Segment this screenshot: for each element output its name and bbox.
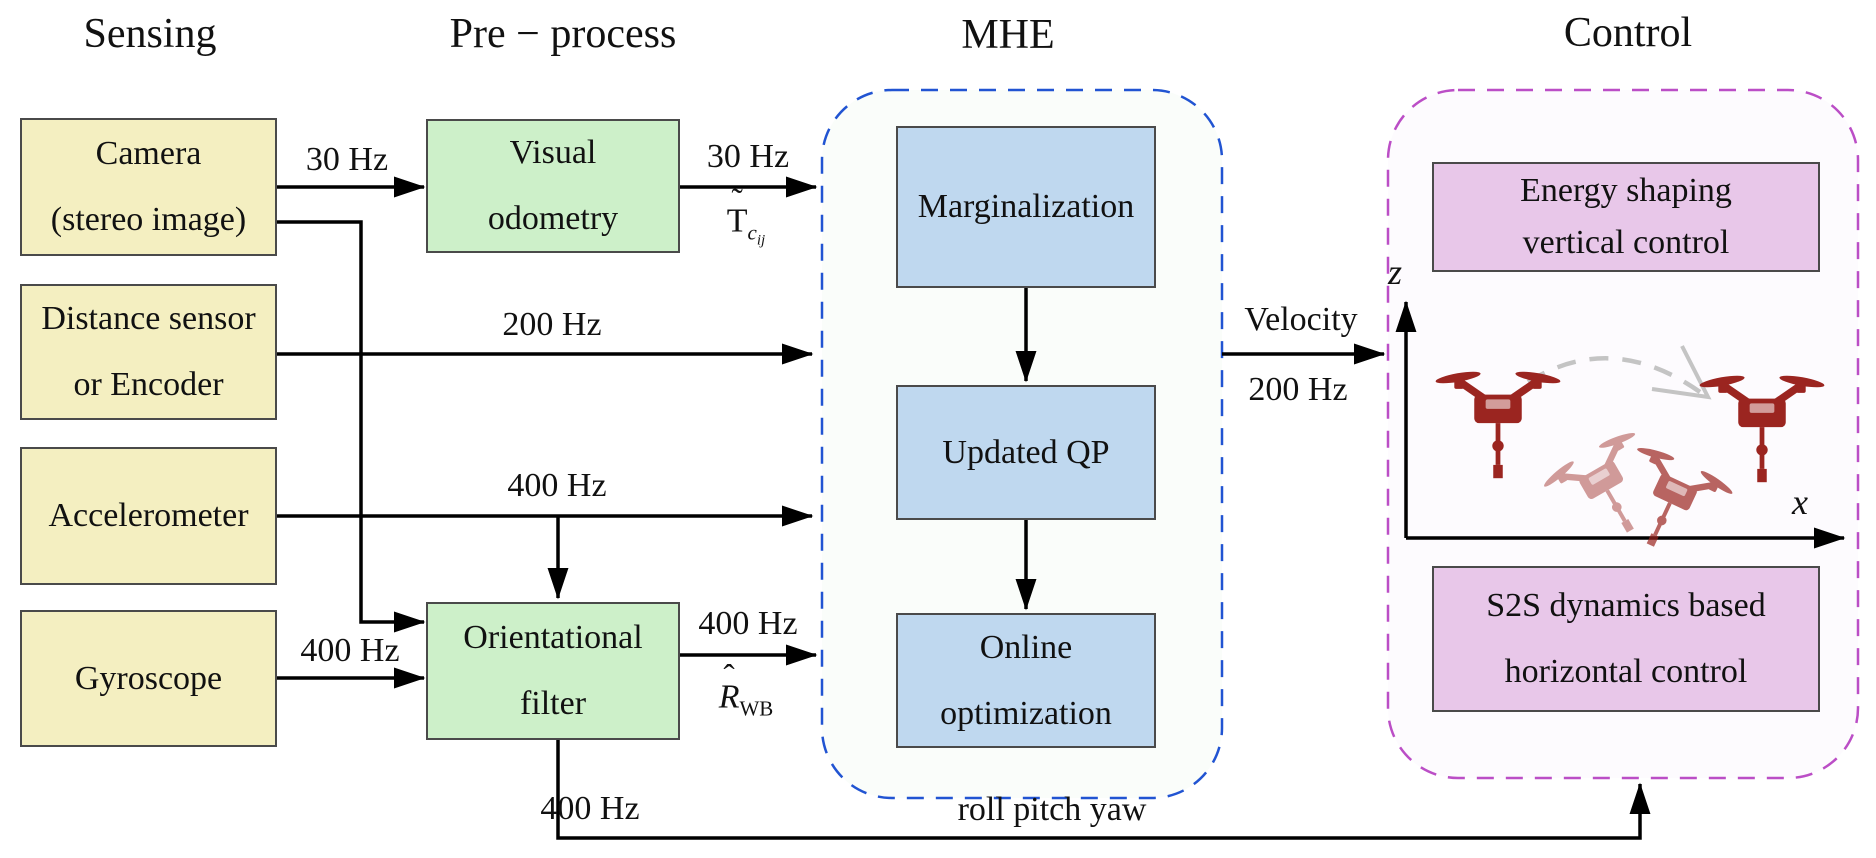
column-header-control: Control (1563, 10, 1693, 56)
box-s2s-control: S2S dynamics based horizontal control (1432, 566, 1820, 712)
label-velocity: Velocity (1244, 301, 1358, 338)
pose-sub: c (747, 220, 757, 245)
box-orientational-filter: Orientational filter (426, 602, 680, 740)
column-header-preprocess: Pre − process (449, 11, 677, 57)
attitude-base: R (718, 678, 740, 716)
box-vo-line2: odometry (487, 200, 619, 237)
pose-base: T (726, 202, 748, 240)
box-updated-qp-label: Updated QP (942, 433, 1110, 471)
box-online-line1: Online (979, 628, 1073, 666)
box-marginalization: Marginalization (896, 126, 1156, 288)
label-velocity-rate: 200 Hz (1248, 371, 1348, 408)
label-gyro-rate: 400 Hz (300, 632, 400, 669)
label-vo-rate: 30 Hz (706, 138, 790, 175)
column-header-mhe: MHE (961, 12, 1055, 58)
label-vo-pose-symbol: ˜Tcij (726, 183, 766, 250)
label-roll-pitch-yaw: roll pitch yaw (957, 791, 1147, 828)
box-filter-line1: Orientational (463, 619, 643, 656)
label-camera-rate: 30 Hz (305, 141, 389, 178)
box-gyroscope: Gyroscope (20, 610, 277, 747)
trajectory-arrowhead (1651, 345, 1712, 400)
box-vo-line1: Visual (509, 134, 597, 171)
label-accel-rate: 400 Hz (507, 467, 607, 504)
box-camera-line1: Camera (95, 135, 202, 172)
box-distance-sensor: Distance sensor or Encoder (20, 284, 277, 420)
pose-subsub: ij (756, 232, 766, 249)
box-online-line2: optimization (940, 694, 1112, 732)
arrow-camera-branch-to-filter (277, 220, 426, 633)
box-distance-line2: or Encoder (73, 366, 224, 403)
box-energy-line2: vertical control (1522, 224, 1730, 261)
box-energy-shaping: Energy shaping vertical control (1432, 162, 1820, 272)
box-energy-line1: Energy shaping (1520, 172, 1732, 209)
label-distance-rate: 200 Hz (502, 306, 602, 343)
box-marginalization-label: Marginalization (917, 188, 1135, 225)
box-visual-odometry: Visual odometry (426, 119, 680, 253)
label-bottom-rate: 400 Hz (540, 790, 640, 827)
box-accelerometer-label: Accelerometer (48, 497, 249, 534)
column-header-sensing: Sensing (83, 11, 217, 57)
x-axis-label: x (1792, 482, 1808, 522)
box-camera-line2: (stereo image) (50, 201, 247, 238)
hat-accent: ˆ (723, 658, 735, 696)
box-filter-line2: filter (519, 685, 587, 722)
box-gyroscope-label: Gyroscope (74, 659, 223, 697)
box-camera: Camera (stereo image) (20, 118, 277, 256)
box-updated-qp: Updated QP (896, 385, 1156, 520)
z-axis-label: z (1387, 252, 1403, 292)
box-accelerometer: Accelerometer (20, 447, 277, 585)
attitude-sub: WB (739, 696, 774, 721)
box-distance-line1: Distance sensor (41, 300, 256, 337)
box-s2s-line2: horizontal control (1504, 653, 1748, 690)
tilde-accent: ˜ (731, 182, 743, 220)
label-filter-rate: 400 Hz (698, 605, 798, 642)
box-online-optimization: Online optimization (896, 613, 1156, 748)
box-s2s-line1: S2S dynamics based (1486, 587, 1766, 624)
route-filter-to-control (556, 740, 1651, 840)
